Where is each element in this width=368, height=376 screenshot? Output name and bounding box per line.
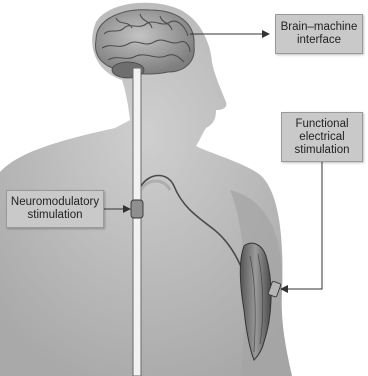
callout-functional-electrical-stimulation: Functional electrical stimulation xyxy=(281,112,363,162)
fes-connector xyxy=(282,162,322,289)
callout-neuromodulatory-stimulation: Neuromodulatory stimulation xyxy=(6,190,104,228)
spinal-cord xyxy=(133,68,141,376)
bmi-arrowhead xyxy=(262,30,270,38)
spinal-implant xyxy=(131,200,143,218)
callout-brain-machine-interface: Brain–machine interface xyxy=(275,14,363,54)
